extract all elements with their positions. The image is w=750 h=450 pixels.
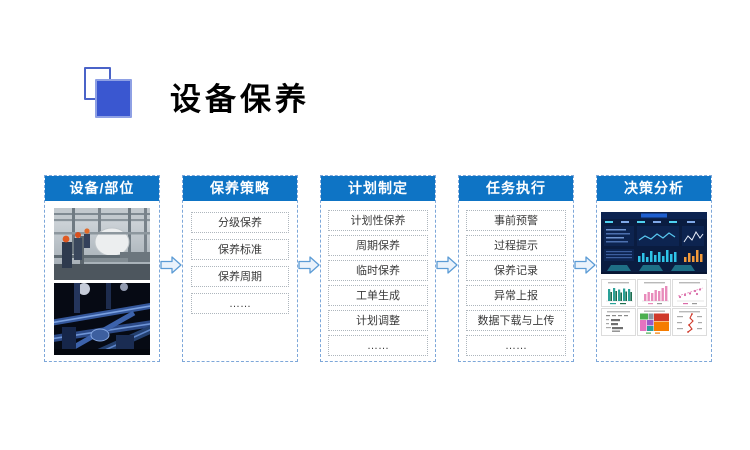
flow-arrow-icon bbox=[160, 175, 182, 362]
flow-arrow-icon bbox=[574, 175, 596, 362]
overlapping-squares-icon bbox=[74, 64, 136, 124]
column-header: 保养策略 bbox=[183, 176, 297, 201]
page-title: 设备保养 bbox=[170, 82, 310, 117]
execution-item: 事前预警 bbox=[466, 210, 566, 231]
execution-item-more: …… bbox=[466, 335, 566, 356]
planning-item: 计划性保养 bbox=[328, 210, 428, 231]
planning-item: 周期保养 bbox=[328, 235, 428, 256]
flow-arrow-icon bbox=[298, 175, 320, 362]
strategy-item: 保养标准 bbox=[191, 239, 289, 260]
mini-bar-chart-green bbox=[601, 279, 636, 307]
flow-column-planning: 计划制定 计划性保养 周期保养 临时保养 工单生成 计划调整 …… bbox=[320, 175, 436, 362]
logo-front-square bbox=[95, 79, 132, 118]
strategy-item: 分级保养 bbox=[191, 212, 289, 233]
analysis-mini-chart-grid bbox=[601, 279, 707, 336]
analysis-dashboard-image bbox=[601, 212, 707, 274]
execution-item: 过程提示 bbox=[466, 235, 566, 256]
strategy-item: 保养周期 bbox=[191, 266, 289, 287]
mini-bar-chart-pink bbox=[636, 279, 672, 307]
execution-item: 数据下载与上传 bbox=[466, 310, 566, 331]
execution-item: 异常上报 bbox=[466, 285, 566, 306]
flow-column-execution: 任务执行 事前预警 过程提示 保养记录 异常上报 数据下载与上传 …… bbox=[458, 175, 574, 362]
flow-arrow-icon bbox=[436, 175, 458, 362]
mini-treemap-chart bbox=[636, 308, 672, 336]
column-header: 决策分析 bbox=[597, 176, 711, 201]
flow-column-equipment: 设备/部位 bbox=[44, 175, 160, 362]
equipment-plant-photo bbox=[54, 208, 150, 280]
title-row: 设备保养 bbox=[0, 0, 750, 150]
planning-item: 工单生成 bbox=[328, 285, 428, 306]
equipment-pipes-photo bbox=[54, 283, 150, 355]
mini-scatter-chart-pink bbox=[672, 279, 707, 307]
planning-item: 计划调整 bbox=[328, 310, 428, 331]
mini-text-panel bbox=[601, 308, 636, 336]
flow-diagram: 设备/部位 bbox=[44, 175, 712, 362]
flow-column-strategy: 保养策略 分级保养 保养标准 保养周期 …… bbox=[182, 175, 298, 362]
planning-item-more: …… bbox=[328, 335, 428, 356]
mini-line-chart-red bbox=[672, 308, 707, 336]
flow-column-analysis: 决策分析 bbox=[596, 175, 712, 362]
column-header: 计划制定 bbox=[321, 176, 435, 201]
planning-item: 临时保养 bbox=[328, 260, 428, 281]
execution-item: 保养记录 bbox=[466, 260, 566, 281]
column-header: 任务执行 bbox=[459, 176, 573, 201]
strategy-item-more: …… bbox=[191, 293, 289, 314]
column-header: 设备/部位 bbox=[45, 176, 159, 201]
